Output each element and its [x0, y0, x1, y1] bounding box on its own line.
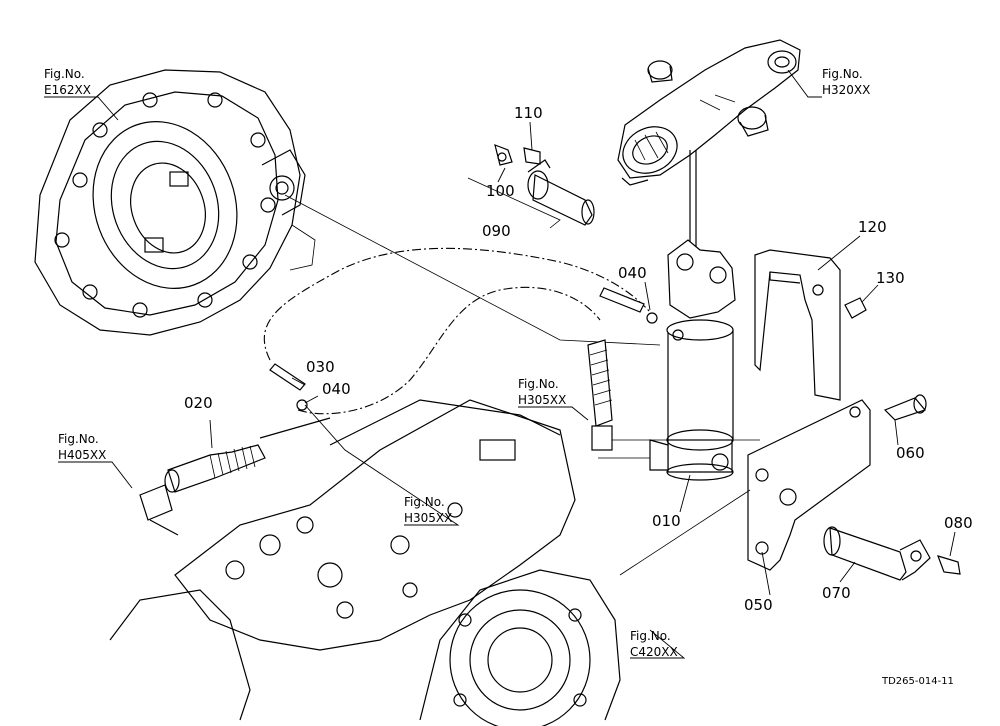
fig-ref-h305-upper: Fig.No. H305XX — [518, 377, 566, 407]
fig-ref-code: H305XX — [404, 511, 452, 525]
drawing-code: TD265-014-11 — [881, 676, 954, 687]
plate-050-drawing — [747, 394, 927, 571]
fig-ref-e162: Fig.No. E162XX — [44, 67, 91, 97]
pin-assembly-drawing — [467, 144, 595, 229]
fig-ref-h405: Fig.No. H405XX — [58, 432, 106, 462]
hose-paths — [263, 194, 760, 576]
part-label-100: 100 — [486, 182, 515, 200]
part-label-110: 110 — [514, 104, 543, 122]
lower-housing-drawing — [109, 569, 621, 726]
part-label-080: 080 — [944, 514, 973, 532]
part-label-130: 130 — [876, 269, 905, 287]
leader-lines — [44, 69, 956, 659]
part-label-060: 060 — [896, 444, 925, 462]
part-label-040-lower: 040 — [322, 380, 351, 398]
part-label-030: 030 — [306, 358, 335, 376]
rod-020-drawing — [164, 417, 331, 493]
part-label-050: 050 — [744, 596, 773, 614]
fig-ref-prefix: Fig.No. — [630, 629, 671, 643]
fig-ref-code: E162XX — [44, 83, 91, 97]
fig-ref-prefix: Fig.No. — [518, 377, 559, 391]
small-parts-drawing — [269, 287, 658, 451]
part-label-010: 010 — [652, 512, 681, 530]
part-label-070: 070 — [822, 584, 851, 602]
part-label-020: 020 — [184, 394, 213, 412]
bracket-120-drawing — [754, 249, 867, 401]
fig-ref-c420: Fig.No. C420XX — [630, 629, 678, 659]
part-label-090: 090 — [482, 222, 511, 240]
fig-ref-prefix: Fig.No. — [58, 432, 99, 446]
lift-rod-drawing — [689, 150, 697, 250]
fig-ref-h305-lower: Fig.No. H305XX — [404, 495, 452, 525]
fig-ref-code: C420XX — [630, 645, 678, 659]
fig-ref-prefix: Fig.No. — [44, 67, 85, 81]
fig-ref-code: H320XX — [822, 83, 870, 97]
fig-ref-code: H305XX — [518, 393, 566, 407]
part-label-120: 120 — [858, 218, 887, 236]
hydraulic-cylinder-drawing — [649, 239, 736, 481]
pin-070-drawing — [823, 526, 961, 581]
transmission-housing-drawing — [34, 69, 316, 336]
fig-ref-code: H405XX — [58, 448, 106, 462]
fig-ref-prefix: Fig.No. — [404, 495, 445, 509]
part-label-040-upper: 040 — [618, 264, 647, 282]
valve-body-drawing — [139, 399, 576, 651]
fig-ref-h320: Fig.No. H320XX — [822, 67, 870, 97]
fig-ref-prefix: Fig.No. — [822, 67, 863, 81]
lift-arm-drawing — [617, 39, 801, 186]
